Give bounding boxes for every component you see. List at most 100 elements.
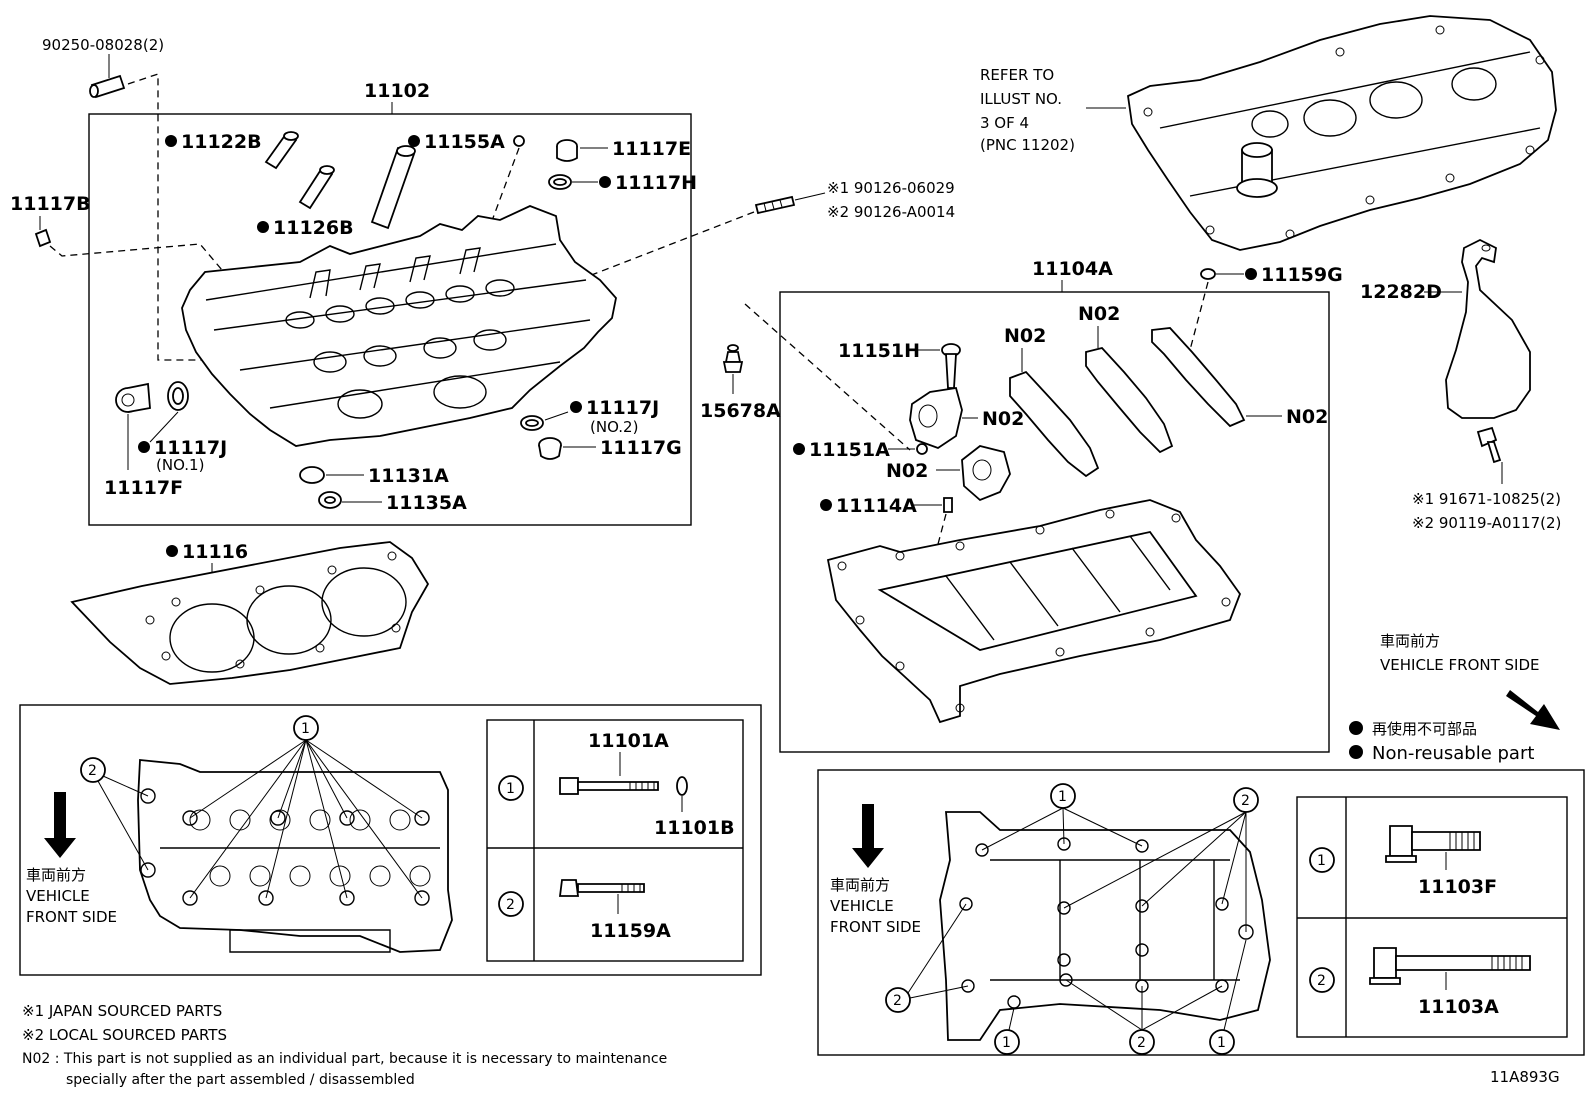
oil-filler-cap	[1236, 142, 1278, 198]
note-local-sourced: ※2 LOCAL SOURCED PARTS	[22, 1026, 227, 1044]
label-11101A: 11101A	[588, 730, 669, 752]
label-n02-a: N02	[982, 408, 1024, 430]
bolt-11101A	[559, 777, 659, 795]
marker-1-housing-bl-text: 1	[1002, 1035, 1011, 1051]
cylinder-head-illustration	[181, 205, 617, 447]
stud-bolt-90126	[754, 195, 796, 215]
refer-line-1: REFER TO	[980, 66, 1054, 84]
head-bolt-table	[486, 719, 744, 962]
marker-1-housing-bl	[994, 1029, 1020, 1055]
gasket-11117H	[548, 174, 572, 190]
spark-plug-tube	[370, 145, 416, 230]
vehicle-front-line2-left: FRONT SIDE	[26, 908, 117, 926]
vehicle-front-arrow-bottom-icon	[852, 804, 884, 868]
bearing-cap-n02-a	[909, 386, 963, 450]
head-bolt-pattern-box	[19, 704, 762, 976]
bracket-12282D	[1445, 238, 1531, 419]
head-gasket-11116	[70, 541, 430, 685]
table-marker-2-housing-text: 2	[1317, 973, 1326, 989]
label-11126B: 11126B	[273, 217, 354, 239]
label-90126-a0014: ※2 90126-A0014	[827, 203, 955, 221]
label-11102: 11102	[364, 80, 430, 102]
washer-11101B	[676, 776, 688, 796]
label-n02-d: N02	[1078, 303, 1120, 325]
label-11117J-no1: 11117J	[154, 437, 227, 459]
label-11155A: 11155A	[424, 131, 505, 153]
marker-2-head-text: 2	[88, 763, 97, 779]
label-11151H: 11151H	[838, 340, 920, 362]
vehicle-front-side-right: VEHICLE FRONT SIDE	[1380, 656, 1540, 674]
label-11117B: 11117B	[10, 193, 91, 215]
label-no1: (NO.1)	[156, 456, 204, 474]
note-n02-line2: specially after the part assembled / dis…	[66, 1072, 415, 1088]
bearing-cap-n02-c	[1009, 370, 1100, 478]
legend-dot-icon	[1349, 721, 1363, 735]
marker-1-housing-br	[1209, 1029, 1235, 1055]
plug-11117G	[538, 437, 562, 460]
label-11122B: 11122B	[181, 131, 262, 153]
plug-15678A	[722, 344, 744, 373]
housing-bolt-table	[1296, 796, 1568, 1038]
illustration-code: 11A893G	[1490, 1068, 1560, 1086]
housing-bolt-pattern-box	[817, 769, 1585, 1056]
vehicle-front-arrow-left-icon	[44, 792, 76, 858]
table-marker-2-head	[498, 891, 524, 917]
table-marker-1-housing	[1309, 847, 1335, 873]
refer-line-3: 3 OF 4	[980, 114, 1029, 132]
vehicle-front-jp-left: 車両前方	[26, 866, 86, 884]
head-top-view-illustration	[137, 759, 453, 953]
vehicle-front-line1-left: VEHICLE	[26, 887, 90, 905]
label-no2: (NO.2)	[590, 418, 638, 436]
vehicle-front-jp-bottom: 車両前方	[830, 876, 890, 894]
label-11151A: 11151A	[809, 439, 890, 461]
plug-11117F	[115, 382, 151, 413]
bearing-cap-n02-e	[1151, 327, 1246, 428]
camshaft-housing-illustration	[826, 499, 1242, 724]
valve-guide-11122B	[264, 131, 299, 170]
bearing-cap-n02-b	[961, 445, 1011, 502]
marker-2-housing-top-text: 2	[1241, 793, 1250, 809]
marker-1-housing-br-text: 1	[1217, 1035, 1226, 1051]
refer-line-4: (PNC 11202)	[980, 136, 1075, 154]
washer-11151A	[916, 443, 928, 455]
label-n02-e: N02	[1286, 406, 1328, 428]
bolt-11103F	[1385, 825, 1481, 863]
label-15678A: 15678A	[700, 400, 781, 422]
plug-11117E	[556, 139, 578, 162]
marker-2-housing-left	[885, 987, 911, 1013]
vehicle-front-jp-right: 車両前方	[1380, 632, 1440, 650]
table-marker-1-housing-text: 1	[1317, 853, 1326, 869]
label-11117E: 11117E	[612, 138, 691, 160]
label-90250-08028: 90250-08028(2)	[42, 36, 164, 54]
screw-11159G	[1200, 268, 1216, 280]
label-11104A: 11104A	[1032, 258, 1113, 280]
label-n02-b: N02	[886, 460, 928, 482]
label-90119-a0117: ※2 90119-A0117(2)	[1412, 514, 1561, 532]
seal-11135A	[318, 491, 342, 509]
pin-11114A	[943, 497, 953, 513]
marker-2-housing-bottom-text: 2	[1137, 1035, 1146, 1051]
plug-11117B	[34, 228, 52, 248]
bolt-11159A	[558, 879, 645, 897]
label-11159G: 11159G	[1261, 264, 1343, 286]
legend-dot-icon-en	[1349, 745, 1363, 759]
gasket-11117J-no2	[520, 415, 544, 431]
table-marker-1-head-text: 1	[506, 781, 515, 797]
label-90126-06029: ※1 90126-06029	[827, 179, 955, 197]
label-11135A: 11135A	[386, 492, 467, 514]
plug-11131A	[299, 466, 325, 484]
label-11117J-no2: 11117J	[586, 397, 659, 419]
label-11117G: 11117G	[600, 437, 682, 459]
refer-line-2: ILLUST NO.	[980, 90, 1062, 108]
note-japan-sourced: ※1 JAPAN SOURCED PARTS	[22, 1002, 222, 1020]
cylinder-head-cover-illustration	[1127, 15, 1557, 251]
table-marker-1-head	[498, 775, 524, 801]
vehicle-front-arrow-right-icon	[1506, 690, 1560, 730]
table-marker-2-head-text: 2	[506, 897, 515, 913]
label-91671-10825: ※1 91671-10825(2)	[1412, 490, 1561, 508]
label-11159A: 11159A	[590, 920, 671, 942]
label-11131A: 11131A	[368, 465, 449, 487]
label-11101B: 11101B	[654, 817, 735, 839]
vehicle-front-line2-bottom: FRONT SIDE	[830, 918, 921, 936]
legend-en: Non-reusable part	[1372, 743, 1534, 764]
